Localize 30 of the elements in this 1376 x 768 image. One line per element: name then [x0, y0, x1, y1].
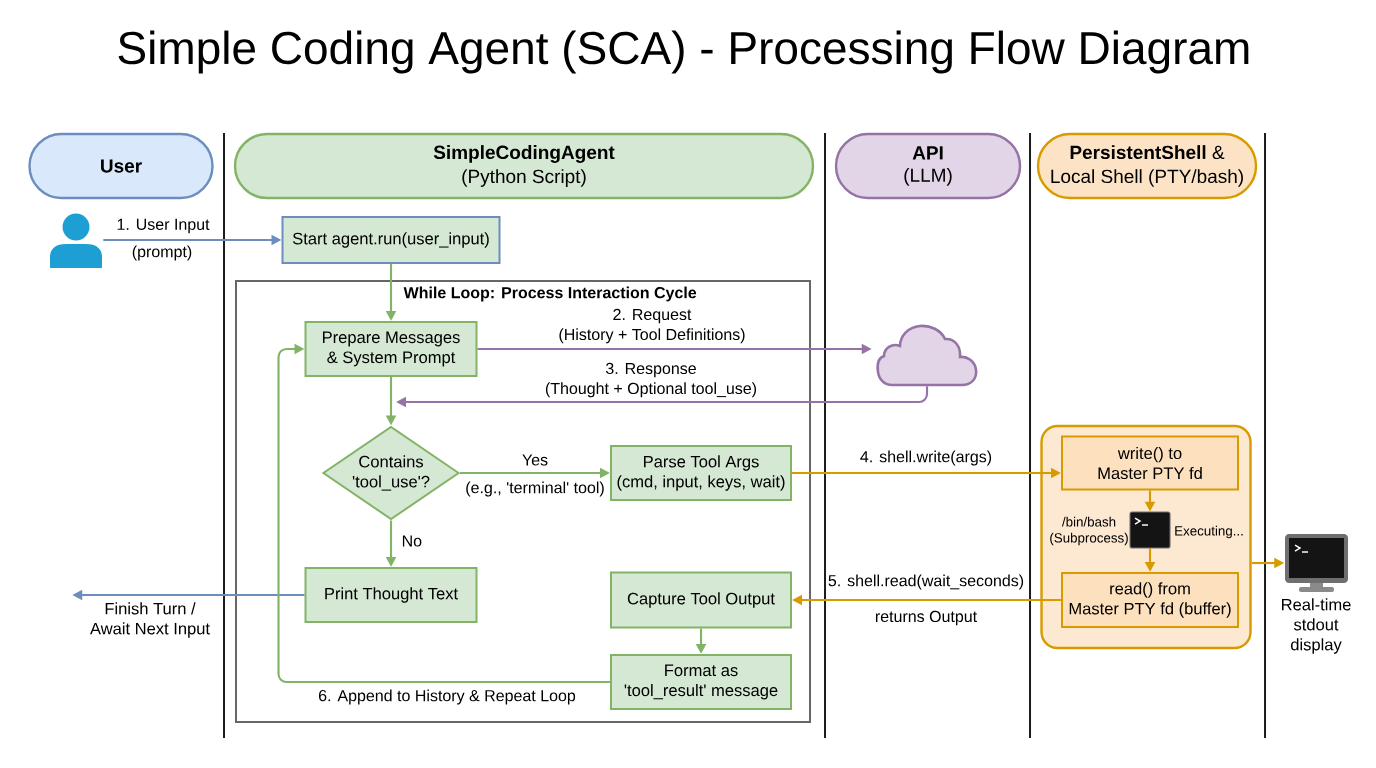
node-label: Real-time stdout display	[1282, 598, 1351, 654]
edge-label: 2. Request (History + Tool Definitions)	[550, 307, 754, 345]
process-box: Parse Tool Args (cmd, input, keys, wait)	[610, 445, 792, 501]
edge-label: 3. Response (Thought + Optional tool_use)	[538, 361, 764, 399]
text-label: Finish Turn / Await Next Input	[90, 602, 210, 638]
lane-header: User	[28, 132, 214, 200]
lane-header: SimpleCodingAgent (Python Script)	[233, 132, 815, 200]
lane-header: API (LLM)	[834, 132, 1022, 200]
edge-label: 6. Append to History & Repeat Loop	[316, 688, 578, 706]
person-icon	[50, 213, 102, 268]
annotation: (prompt)	[130, 244, 194, 262]
edge-label: 1. User Input	[115, 217, 211, 235]
edge-label: 5. shell.read(wait_seconds)	[826, 573, 1026, 591]
process-box: Format as 'tool_result' message	[610, 654, 792, 710]
process-box: Capture Tool Output	[610, 571, 792, 629]
edge-label: Yes	[520, 453, 550, 467]
process-box: read() from Master PTY fd (buffer)	[1061, 572, 1239, 628]
node-label: /bin/bash (Subprocess)	[1050, 516, 1128, 546]
cloud-icon	[876, 324, 978, 387]
node-label: Executing...	[1175, 525, 1243, 539]
lane-header: PersistentShell & Local Shell (PTY/bash)	[1036, 132, 1258, 200]
process-box: Start agent.run(user_input)	[281, 216, 501, 264]
title: Simple Coding Agent (SCA) - Processing Flow Diagram	[118, 30, 1249, 74]
process-box: Prepare Messages & System Prompt	[304, 321, 478, 377]
process-box: Print Thought Text	[304, 567, 478, 623]
process-box: write() to Master PTY fd	[1061, 435, 1239, 491]
annotation: (e.g., 'terminal' tool)	[463, 480, 607, 498]
edge-label: 4. shell.write(args)	[858, 449, 994, 467]
edge-label: No	[400, 534, 424, 548]
annotation: returns Output	[873, 609, 979, 627]
